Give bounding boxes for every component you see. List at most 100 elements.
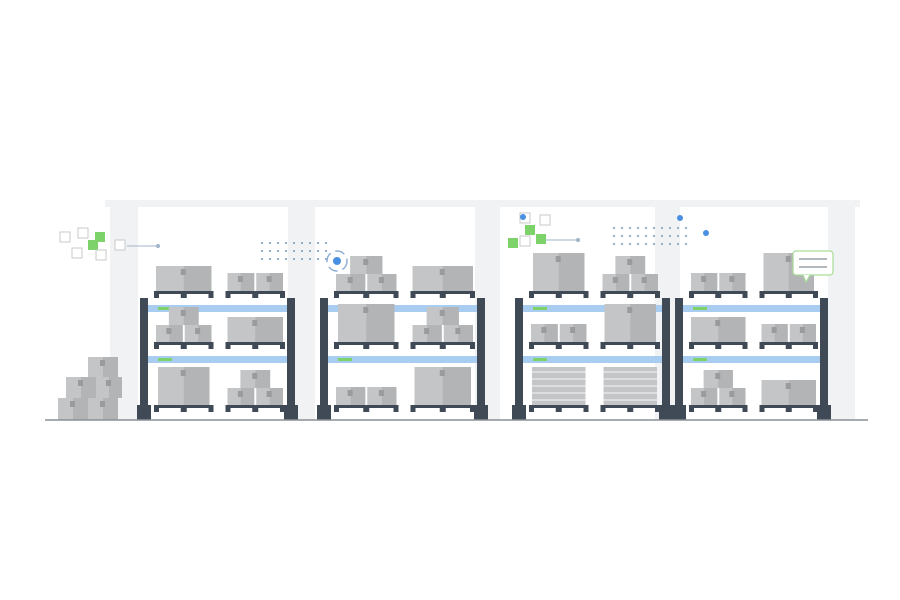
box bbox=[156, 266, 212, 291]
grid-dot bbox=[620, 226, 624, 230]
pallet-foot bbox=[555, 291, 562, 298]
box-label bbox=[455, 328, 461, 334]
shelf-post bbox=[320, 298, 328, 420]
box bbox=[227, 273, 255, 291]
grid-dot bbox=[620, 234, 624, 238]
box-side bbox=[381, 387, 397, 405]
box bbox=[338, 304, 395, 342]
pallet bbox=[689, 342, 748, 349]
grid-dot bbox=[676, 226, 680, 230]
grid-dot bbox=[316, 249, 320, 253]
grid-dot bbox=[668, 234, 672, 238]
box-side bbox=[732, 388, 746, 405]
box-side bbox=[350, 387, 366, 405]
box bbox=[761, 324, 788, 342]
pallet-foot bbox=[439, 291, 446, 298]
grid-dot bbox=[612, 242, 616, 246]
box bbox=[96, 377, 122, 398]
box-side bbox=[350, 274, 366, 291]
box bbox=[88, 398, 118, 420]
box-side bbox=[269, 388, 283, 405]
grid-dot bbox=[276, 241, 280, 245]
beam-indicator bbox=[158, 307, 172, 310]
shelf-unit bbox=[317, 298, 488, 420]
beam-indicator bbox=[158, 358, 172, 361]
box bbox=[426, 307, 459, 325]
box bbox=[719, 388, 746, 405]
grid-dot bbox=[676, 242, 680, 246]
post-base bbox=[137, 405, 151, 420]
data-square bbox=[539, 214, 551, 226]
pallet-foot bbox=[252, 342, 259, 349]
pallet-foot bbox=[154, 342, 159, 349]
pallet-foot bbox=[689, 291, 694, 298]
grid-dot bbox=[684, 226, 688, 230]
grid-dot bbox=[308, 241, 312, 245]
connector-dot bbox=[576, 238, 580, 242]
box bbox=[184, 325, 212, 342]
box-side bbox=[442, 367, 471, 405]
pallet-foot bbox=[627, 342, 634, 349]
pallet-foot bbox=[208, 405, 214, 412]
box bbox=[559, 324, 587, 342]
box-side bbox=[81, 377, 96, 398]
box-side bbox=[109, 377, 122, 398]
pallet bbox=[410, 405, 475, 412]
grid-dot bbox=[292, 249, 296, 253]
pallet-foot bbox=[363, 405, 370, 412]
pallet-foot bbox=[410, 405, 416, 412]
box-label bbox=[266, 276, 272, 282]
box-side bbox=[183, 266, 212, 291]
data-square bbox=[59, 231, 71, 243]
pallet-foot bbox=[393, 291, 399, 298]
pallet-foot bbox=[759, 405, 765, 412]
data-square bbox=[71, 247, 83, 259]
box bbox=[336, 387, 366, 405]
pallet bbox=[689, 405, 748, 412]
grid-dot bbox=[684, 234, 688, 238]
box bbox=[227, 388, 255, 405]
box-side bbox=[73, 398, 88, 420]
pallet-foot bbox=[208, 342, 214, 349]
shelf-beam bbox=[148, 356, 287, 363]
box-side bbox=[630, 256, 646, 274]
pallet-foot bbox=[785, 291, 792, 298]
box bbox=[691, 388, 718, 405]
box bbox=[533, 253, 585, 291]
pallet-foot bbox=[470, 342, 475, 349]
box-side bbox=[544, 324, 558, 342]
box-side bbox=[644, 274, 658, 291]
target-icon bbox=[326, 250, 348, 272]
grid-dot bbox=[644, 234, 648, 238]
pallet-foot bbox=[529, 291, 534, 298]
box bbox=[412, 266, 473, 291]
grid-dot bbox=[268, 241, 272, 245]
box-label bbox=[627, 259, 633, 265]
box-label bbox=[347, 390, 353, 396]
grid-dot bbox=[276, 257, 280, 261]
box-side bbox=[704, 388, 718, 405]
grid-dot bbox=[612, 226, 616, 230]
pallet bbox=[759, 291, 818, 298]
pallet bbox=[225, 342, 285, 349]
beam-indicator bbox=[533, 307, 547, 310]
data-squares-icon bbox=[59, 227, 160, 261]
pallet-foot bbox=[180, 405, 187, 412]
grid-dot bbox=[660, 226, 664, 230]
pallet-foot bbox=[583, 342, 589, 349]
box-label bbox=[771, 327, 777, 333]
box bbox=[531, 324, 558, 342]
pallet-foot bbox=[583, 291, 589, 298]
pallet-foot bbox=[225, 342, 231, 349]
box bbox=[412, 325, 442, 342]
shelf-unit bbox=[137, 298, 298, 420]
box bbox=[256, 388, 283, 405]
target-center bbox=[333, 257, 341, 265]
box-label bbox=[266, 391, 272, 397]
box-label bbox=[424, 328, 430, 334]
box bbox=[367, 274, 397, 291]
box-label bbox=[363, 307, 369, 313]
pallet bbox=[225, 291, 285, 298]
box-label bbox=[785, 256, 791, 262]
box-side bbox=[615, 274, 630, 291]
